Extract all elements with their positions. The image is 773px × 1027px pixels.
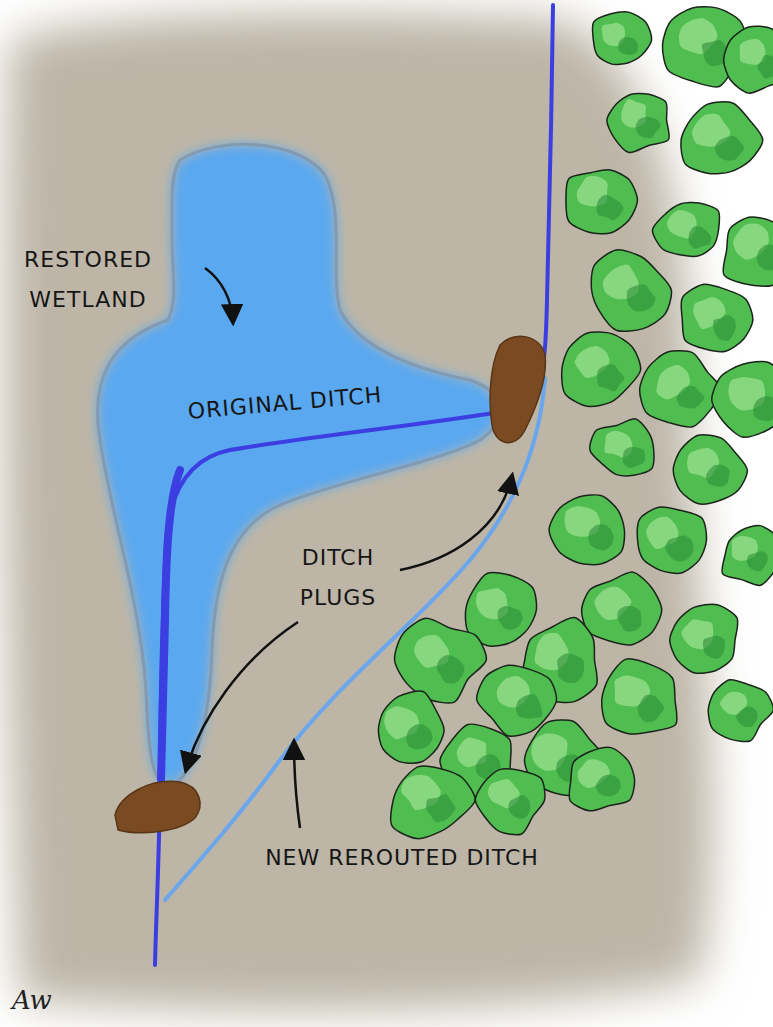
leader-arrow [205,268,233,322]
tree-shade [618,37,638,55]
tree-crown [395,618,487,703]
tree-shade [638,695,664,722]
tree-shade [688,226,711,249]
tree-crown [566,170,637,234]
tree-crown [592,12,651,65]
tree-crown [681,284,753,351]
tree-shade [627,284,656,311]
area-label: RESTORED WETLAND [8,240,168,320]
tree-crown [637,507,706,574]
tree-shade [753,396,773,421]
tree-crown [549,495,624,565]
rerouted-ditch [165,378,545,900]
label-text: Aw [12,985,82,1015]
plug-label: DITCH PLUGS [282,538,394,618]
tree-crown [602,659,677,734]
original-ditch [155,412,500,965]
tree-shade [677,386,705,409]
tree-crown [607,93,669,152]
tree-shade [636,117,661,138]
ground [5,13,713,1011]
tree-crown [673,435,747,504]
tree-crown [640,351,722,427]
tree-shade [706,465,730,487]
label-text: RESTORED WETLAND [8,240,168,320]
tree-shade [437,655,465,683]
tree-shade [747,551,768,571]
tree-crown [475,769,545,835]
tree-shade [736,707,757,727]
ditch-label: NEW REROUTED DITCH [262,838,542,878]
wetland-outline [98,144,500,785]
tree-shade [557,654,584,683]
ditch-plug [490,336,545,442]
tree-crown [708,680,773,742]
tree-crown [582,572,662,645]
tree-shade [597,365,624,392]
tree-shade [665,535,693,561]
signature: Aw [12,985,82,1015]
tree-crown [569,747,634,811]
tree-crown [724,26,773,93]
leader-arrow [186,622,298,770]
tree-shade [715,136,744,161]
stream [540,5,553,378]
tree-crown [652,203,719,257]
tree-crown [670,604,738,673]
tree-crown [722,525,773,585]
tree-crown [681,102,763,174]
ditch-label: ORIGINAL DITCH [186,367,478,432]
leader-arrow [294,742,300,828]
tree-shade [597,195,624,221]
leader-arrow [400,476,512,570]
tree-crown [562,332,641,407]
tree-shade [508,795,530,819]
wetland-fill [98,144,500,785]
tree-crown [723,217,773,286]
ditch-plug [115,781,200,832]
tree-shade [588,524,613,550]
tree-crown [378,691,444,763]
tree-shade [623,447,646,468]
original-ditch-wide [161,470,180,780]
label-text: NEW REROUTED DITCH [262,838,542,878]
tree-shade [596,775,621,796]
forest [378,7,773,839]
tree-shade [406,724,432,749]
tree-shade [703,636,725,659]
tree-shade [426,794,455,822]
tree-crown [590,419,654,476]
tree-shade [516,694,542,718]
label-text: DITCH PLUGS [282,538,394,618]
tree-shade [617,606,641,632]
tree-crown [712,361,773,437]
tree-shade [713,315,735,341]
tree-crown [591,250,671,332]
tree-crown [391,766,475,839]
tree-shade [498,606,523,630]
label-text: ORIGINAL DITCH [186,367,478,432]
tree-shade [757,55,773,78]
tree-shade [757,245,773,271]
